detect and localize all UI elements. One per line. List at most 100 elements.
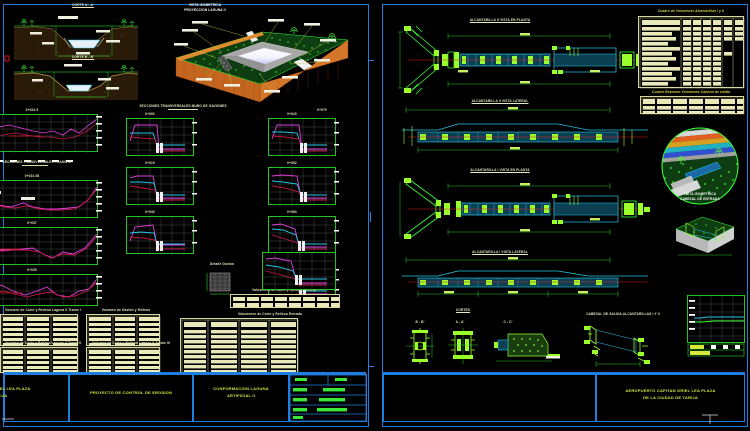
station-label-c3-2: 0+052 [287,161,297,165]
corte-bb-label: B - B' [415,320,425,324]
chart-axis-ticks [96,274,104,311]
cross-section-chart [0,114,99,153]
tabla-volumen-corte-title: Volumen de Corte y Relleno Laguna II Tra… [5,308,81,312]
tabla-volumen-corte2-title: Volumen de Corte y Relleno Laguna II Tra… [4,341,82,345]
station-label-l2: 0+024.58 [24,174,40,178]
alcantarilla1-plan-view [398,174,658,251]
isometric-lagoon-view [172,14,354,109]
corte-a-label: CORTE A - A' [72,3,94,7]
registration-tick-mid [370,212,371,222]
chart-axis-ticks [334,265,340,304]
isometric-cabezal-circle [657,126,743,217]
title-block-left-line1: ORIEL LEA PLAZA [0,386,31,391]
title-block-right-cell [193,374,289,422]
tabla-volumen-gavion-title: Volumen de Gavion y Relleno [101,308,151,312]
alcantarilla2-lateral-view [398,106,658,159]
title-block-field-grid [289,374,367,427]
title-block-right-title-line1: CONFORMACION LAGUNA [213,386,269,391]
station-label-l1: 0+024.5 [25,108,39,112]
cross-section-chart [268,118,337,157]
title-block-right-title-line2: ARTIFICIAL II [226,393,256,398]
station-label-l4: 0+039 [27,268,37,272]
station-label-c3-3: 0+060 [287,210,297,214]
cross-section-chart [0,180,99,219]
tabla-volumen-entrada-title: Volumenes de Corte y Relleno Entrada [238,312,302,316]
station-label-c4-1: 0+070 [317,108,327,112]
profile-chart [687,295,746,344]
bottom-left-registration-mark [0,410,16,428]
corte-b-label: CORTE B - B' [71,55,95,59]
station-label-c2-3: 0+030 [145,210,155,214]
alcantarilla1-lateral-view [398,256,658,305]
data-table [0,347,79,374]
station-label-l3: 0+037 [27,221,37,225]
cross-section-chart [0,274,99,307]
cross-section-chart [268,167,337,206]
cross-section-chart [262,252,337,291]
alcantarilla1-planta-label: ALCANTARILLA I VISTA EN PLANTA [470,168,530,172]
title-block-fields-cell [289,374,367,422]
registration-tick-right [368,366,374,367]
corte-cc-label: C - C' [503,320,513,324]
data-table-wide [230,294,340,308]
tabla-volumen-corte3-title: Volumen de Corte y Relleno Laguna II Tra… [92,341,170,345]
chart-bottom-ticks [0,152,98,170]
iso-cabezal-title-line1: VISTA ISOMETRICA [683,192,717,196]
cross-section-chart [268,216,337,255]
title-block-left-line2: TARIJA [0,393,8,398]
cabezal-salida-label: CABEZAL DE SALIDA ALCANTARILLAS I Y II [586,312,660,316]
data-table [86,314,161,347]
data-table-large [180,318,299,374]
isometric-lagoon-title-line1: VISTA ISOMETRICA [188,3,222,7]
station-label-c2-1: 0+000 [145,112,155,116]
cross-section-chart [126,167,195,206]
chart-axis-ticks [192,216,198,259]
title-block-separator-right [383,372,745,374]
data-table [86,347,161,374]
chart-axis-ticks [96,180,104,223]
title-block-mid-title: PROYECTO DE CONTROL DE EROSION [89,390,173,395]
secciones-tramo-underline [22,165,48,167]
title-block-mid-cell [69,374,193,422]
detalle-gavion-detail [204,270,238,301]
isometric-small-detail [672,205,742,265]
chart-axis-ticks [192,167,198,210]
right-title-block-line1: AEROPUERTO CAPITAN ORIEL LEA PLAZA [625,388,716,393]
alcantarilla2-planta-label: ALCANTARILLA II VISTA EN PLANTA [469,18,531,22]
alcantarilla2-plan-view [397,22,658,105]
corte-b-section [12,60,140,102]
cross-section-chart [0,227,99,266]
corte-aa-label: A - A' [455,320,465,324]
data-table-cabezal [640,96,745,115]
station-label-c3-1: 0+040 [287,112,297,116]
title-block-right-blank-cell [383,374,596,422]
chart-axis-ticks [96,114,104,157]
data-table [0,314,79,347]
tabla-volumenes-title: Cuadro de Volumenes Alcantarillas I y II [657,9,725,13]
station-label-c2-2: 0+015 [145,161,155,165]
corte-cc-detail [492,326,562,373]
cross-section-chart [126,118,195,157]
secciones-gaviones-underline [168,109,198,111]
iso-cabezal-title-line2: CABEZAL DE ENTRADA [680,197,720,201]
cabezal-salida-isometric [580,320,660,375]
chart-axis-ticks [334,167,340,210]
right-title-block-line2: DE LA CIUDAD DE TARIJA [643,395,698,400]
detalle-gavion-label: Detalle Gavion [209,262,235,266]
chart-axis-ticks [334,216,340,259]
title-block-right-name-cell [596,374,745,422]
cross-section-chart [126,216,195,255]
isometric-lagoon-title-line2: PROYECCION LAGUNA II [184,8,226,12]
chart-axis-ticks [334,118,340,161]
tabla-cabezal-title: Cuadro Resumen Volumenes Cabezal de sali… [652,90,730,94]
title-block-left-cell [4,374,69,422]
alcantarilla2-lateral-label: ALCANTARILLA II VISTA LATERAL [471,99,529,103]
corte-aa-detail [446,326,480,373]
profile-chart-legend [687,343,745,362]
cortes-label: CORTES [455,308,471,312]
data-table-volumenes [638,16,745,89]
red-revision-mark [4,50,12,68]
tabla-volumen-mov-title: Volumenes de Corte y Relleno Entrada [252,288,316,292]
secciones-gaviones-label: SECCIONES TRANSVERSALES MURO DE GAVIONES [139,104,227,108]
